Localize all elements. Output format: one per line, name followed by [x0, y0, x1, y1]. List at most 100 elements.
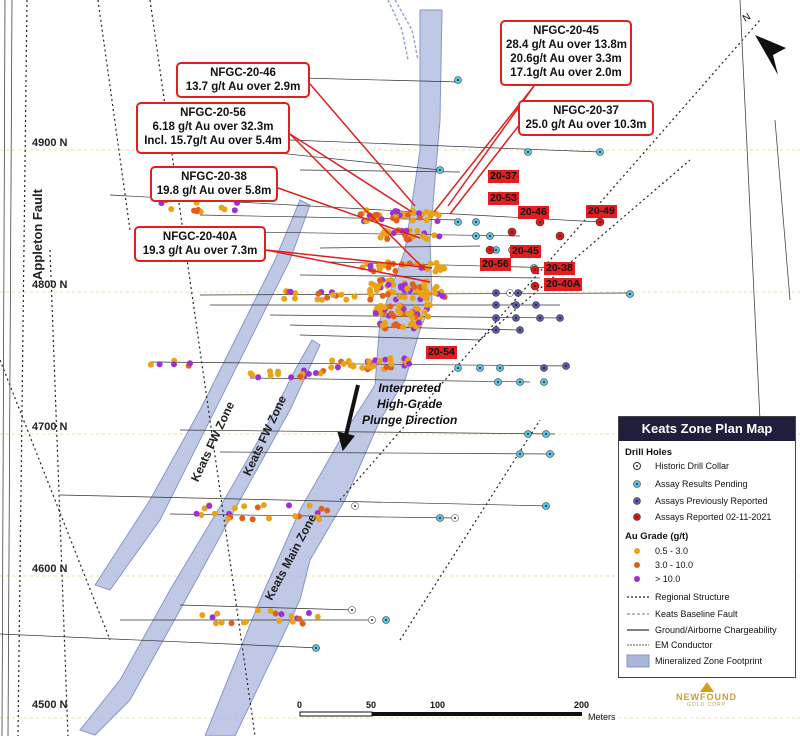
sample-point — [390, 313, 397, 320]
sample-point — [434, 218, 441, 225]
sample-point — [289, 618, 296, 625]
sample-point — [405, 211, 412, 218]
sample-point — [240, 619, 247, 626]
collar-pending-center — [499, 367, 501, 369]
sample-point — [406, 360, 413, 367]
logo-icon — [699, 682, 714, 692]
sample-point — [415, 319, 422, 326]
sample-point — [409, 217, 416, 224]
collar-pending-center — [549, 453, 551, 455]
sample-point — [403, 235, 410, 242]
sample-point — [383, 364, 390, 371]
sample-point — [239, 515, 246, 522]
collar-previous-center — [495, 292, 497, 294]
sample-point — [436, 233, 443, 240]
collar-previous-center — [565, 365, 567, 367]
sample-point — [401, 294, 408, 301]
legend-heading: Drill Holes — [625, 447, 672, 458]
sample-point — [423, 209, 430, 216]
sample-point — [231, 207, 238, 214]
scale-tick: 50 — [366, 700, 377, 710]
sample-point — [170, 361, 177, 368]
hole-tag: 20-37 — [488, 170, 519, 183]
collar-new-center — [534, 285, 536, 287]
sample-point — [385, 281, 392, 288]
collar-new-center — [559, 235, 561, 237]
collar-new-center — [599, 221, 601, 223]
sample-point — [324, 294, 331, 301]
drill-trace — [249, 377, 531, 383]
collar-previous-center — [535, 304, 537, 306]
plunge-annotation-line: Plunge Direction — [362, 413, 458, 427]
sample-point — [329, 357, 336, 364]
sample-point — [231, 505, 238, 512]
collar-pending-center — [545, 505, 547, 507]
plunge-annotation-line: High-Grade — [377, 397, 443, 411]
collar-pending-center — [495, 249, 497, 251]
collar-pending-center — [457, 221, 459, 223]
sample-point — [267, 372, 274, 379]
northing-label: 4800 N — [32, 279, 68, 291]
legend-item: > 10.0 — [655, 574, 681, 584]
mineralized-zone-footprints — [79, 9, 443, 736]
sample-point — [423, 217, 430, 224]
plunge-annotation-line: Interpreted — [378, 381, 442, 395]
legend-item: Regional Structure — [655, 592, 730, 602]
scale-tick: 200 — [574, 700, 590, 710]
sample-point — [421, 283, 428, 290]
sample-point — [314, 613, 321, 620]
sample-point — [314, 296, 321, 303]
sample-point — [375, 262, 382, 269]
sample-point — [433, 210, 440, 217]
sample-point — [306, 502, 313, 509]
drill-samples — [147, 76, 634, 652]
collar-pending-center — [629, 293, 631, 295]
sample-point — [228, 620, 235, 627]
svg-text:N: N — [741, 11, 753, 24]
collar-pending-center — [479, 367, 481, 369]
collar-pending-center — [519, 381, 521, 383]
sample-point — [281, 295, 288, 302]
sample-point — [218, 204, 225, 211]
sample-point — [431, 232, 438, 239]
scale-tick: 100 — [430, 700, 446, 710]
sample-point — [378, 216, 385, 223]
sample-point — [318, 296, 325, 303]
sample-point — [260, 502, 267, 509]
collar-previous-center — [515, 304, 517, 306]
collar-historic-center — [354, 505, 356, 507]
drill-trace — [149, 361, 571, 367]
collar-pending-center — [439, 517, 441, 519]
collar-pending-center — [475, 221, 477, 223]
collar-pending-center — [475, 235, 477, 237]
legend-item: Assays Reported 02-11-2021 — [655, 512, 772, 522]
sample-point — [385, 291, 392, 298]
sample-point — [384, 235, 391, 242]
sample-point — [291, 295, 298, 302]
sample-point — [286, 502, 293, 509]
sample-point — [254, 607, 261, 614]
collar-pending-center — [519, 453, 521, 455]
hole-tag: 20-53 — [488, 192, 519, 205]
sample-point — [376, 358, 383, 365]
collar-pending-center — [457, 367, 459, 369]
collar-historic-center — [454, 517, 456, 519]
collar-previous-center — [517, 292, 519, 294]
northing-label: 4700 N — [32, 421, 68, 433]
sample-point — [385, 264, 392, 271]
sample-point — [338, 291, 345, 298]
legend-item: Mineralized Zone Footprint — [655, 656, 763, 666]
sample-point — [214, 610, 221, 617]
regional-structures — [0, 0, 761, 736]
sample-point — [432, 268, 439, 275]
sample-point — [387, 356, 394, 363]
sample-point — [193, 208, 200, 215]
sample-point — [379, 292, 386, 299]
collar-pending-center — [385, 619, 387, 621]
sample-point — [367, 262, 374, 269]
sample-point — [288, 374, 295, 381]
